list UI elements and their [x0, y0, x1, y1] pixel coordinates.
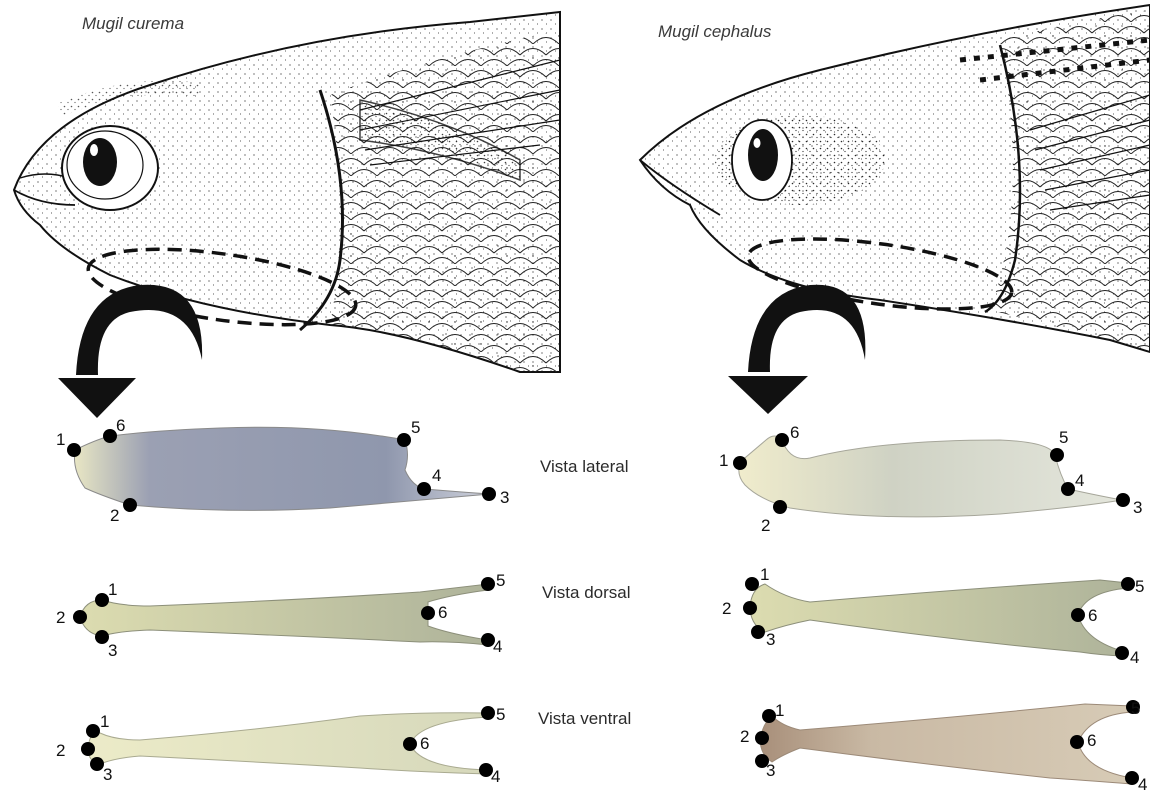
landmark-dot-lateral-left-4	[417, 482, 431, 496]
landmark-label-lateral-left-1: 1	[56, 430, 65, 449]
landmark-dot-lateral-right-6	[775, 433, 789, 447]
view-label-lateral: Vista lateral	[540, 457, 629, 477]
landmark-label-lateral-left-4: 4	[432, 466, 441, 485]
landmark-label-dorsal-left-6: 6	[438, 603, 447, 622]
bone-lateral-right	[739, 436, 1122, 517]
landmark-dot-lateral-left-5	[397, 433, 411, 447]
fish-head-illustration-right	[640, 5, 1150, 352]
landmark-label-ventral-left-6: 6	[420, 734, 429, 753]
landmark-label-dorsal-right-5: 5	[1135, 577, 1144, 596]
landmark-dot-lateral-right-4	[1061, 482, 1075, 496]
landmark-dot-lateral-right-2	[773, 500, 787, 514]
landmark-label-dorsal-left-1: 1	[108, 580, 117, 599]
eye-left	[62, 126, 158, 210]
landmark-label-dorsal-right-1: 1	[760, 565, 769, 584]
bone-dorsal-right	[750, 580, 1128, 656]
view-label-ventral: Vista ventral	[538, 709, 631, 729]
landmark-label-dorsal-right-2: 2	[722, 599, 731, 618]
landmark-label-lateral-right-6: 6	[790, 423, 799, 442]
landmark-dot-ventral-left-6	[403, 737, 417, 751]
landmark-dot-dorsal-left-2	[73, 610, 87, 624]
landmark-label-lateral-right-5: 5	[1059, 428, 1068, 447]
landmark-label-dorsal-right-6: 6	[1088, 606, 1097, 625]
landmark-dot-ventral-right-1	[762, 709, 776, 723]
landmark-label-dorsal-left-5: 5	[496, 571, 505, 590]
landmark-label-ventral-right-2: 2	[740, 727, 749, 746]
landmark-label-lateral-right-2: 2	[761, 516, 770, 535]
landmark-label-lateral-left-5: 5	[411, 418, 420, 437]
landmark-dot-dorsal-right-4	[1115, 646, 1129, 660]
landmark-label-dorsal-left-4: 4	[493, 637, 502, 656]
landmark-dot-dorsal-right-1	[745, 577, 759, 591]
landmark-dot-lateral-left-3	[482, 487, 496, 501]
view-label-dorsal: Vista dorsal	[542, 583, 631, 603]
landmark-label-ventral-right-5: 5	[1131, 699, 1140, 718]
landmark-dot-dorsal-right-2	[743, 601, 757, 615]
landmark-label-lateral-right-4: 4	[1075, 471, 1084, 490]
landmark-label-lateral-left-3: 3	[500, 488, 509, 507]
landmark-label-lateral-left-2: 2	[110, 506, 119, 525]
curved-arrow-icon	[728, 285, 865, 414]
landmark-dot-lateral-left-1	[67, 443, 81, 457]
landmark-dot-dorsal-left-6	[421, 606, 435, 620]
landmark-label-ventral-left-1: 1	[100, 712, 109, 731]
landmark-dot-lateral-right-1	[733, 456, 747, 470]
landmark-label-ventral-left-3: 3	[103, 765, 112, 784]
landmark-dot-dorsal-left-3	[95, 630, 109, 644]
landmark-label-ventral-right-1: 1	[775, 701, 784, 720]
landmark-dot-ventral-left-3	[90, 757, 104, 771]
landmark-label-lateral-right-1: 1	[719, 451, 728, 470]
landmark-label-ventral-left-5: 5	[496, 705, 505, 724]
landmark-dot-ventral-right-2	[755, 731, 769, 745]
landmark-dot-dorsal-right-5	[1121, 577, 1135, 591]
landmark-dot-ventral-left-2	[81, 742, 95, 756]
landmark-label-ventral-left-4: 4	[491, 767, 500, 786]
landmark-label-ventral-right-4: 4	[1138, 775, 1147, 790]
landmark-label-dorsal-left-2: 2	[56, 608, 65, 627]
curved-arrow-icon	[58, 285, 202, 418]
landmark-dot-dorsal-right-6	[1071, 608, 1085, 622]
landmark-dot-ventral-right-4	[1125, 771, 1139, 785]
landmark-dot-lateral-right-3	[1116, 493, 1130, 507]
landmark-dot-ventral-left-1	[86, 724, 100, 738]
landmark-label-lateral-left-6: 6	[116, 416, 125, 435]
species-label-right: Mugil cephalus	[658, 22, 771, 42]
landmark-label-ventral-right-6: 6	[1087, 731, 1096, 750]
landmark-dot-lateral-right-5	[1050, 448, 1064, 462]
landmark-label-ventral-left-2: 2	[56, 741, 65, 760]
landmark-label-dorsal-right-3: 3	[766, 630, 775, 649]
bone-lateral-left	[74, 427, 490, 510]
landmark-dot-lateral-left-2	[123, 498, 137, 512]
landmark-dot-dorsal-left-5	[481, 577, 495, 591]
landmark-dot-ventral-left-5	[481, 706, 495, 720]
landmark-dot-ventral-right-6	[1070, 735, 1084, 749]
landmark-dot-dorsal-left-1	[95, 593, 109, 607]
landmark-label-ventral-right-3: 3	[766, 761, 775, 780]
landmark-dot-dorsal-right-3	[751, 625, 765, 639]
eye-right	[715, 115, 885, 205]
landmark-label-dorsal-left-3: 3	[108, 641, 117, 660]
landmark-label-lateral-right-3: 3	[1133, 498, 1142, 517]
landmark-label-dorsal-right-4: 4	[1130, 648, 1139, 667]
species-label-left: Mugil curema	[82, 14, 184, 34]
landmark-dot-lateral-left-6	[103, 429, 117, 443]
